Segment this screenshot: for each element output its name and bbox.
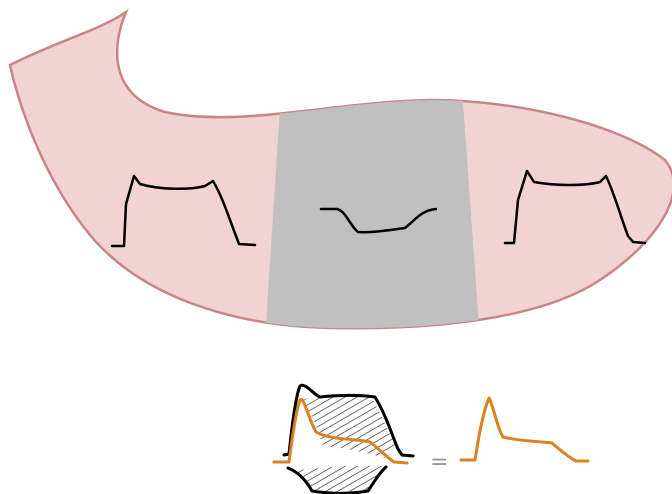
injury-current-result-trace (461, 398, 588, 461)
equals-sign: = (430, 450, 448, 475)
ischemic-zone (265, 60, 480, 340)
subtraction-figure: = (274, 385, 588, 493)
hatched-area-top (303, 395, 398, 458)
